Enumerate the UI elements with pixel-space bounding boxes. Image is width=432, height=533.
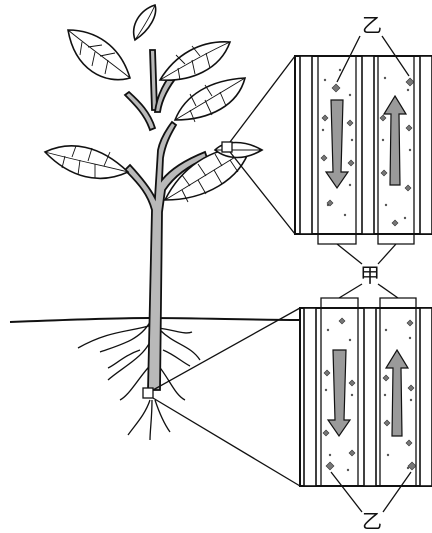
lower-left-vessel — [321, 308, 358, 486]
leaf-mid-right — [175, 78, 245, 122]
leaf-top-right — [160, 42, 230, 80]
upward-flow-arrow — [384, 96, 406, 185]
roots — [78, 322, 200, 440]
middle-label: 甲 — [360, 263, 380, 287]
downward-flow-arrow — [328, 350, 350, 436]
leaf-top-center — [134, 5, 156, 40]
upper-magnified-panel — [295, 56, 432, 234]
lower-magnified-panel — [300, 308, 432, 486]
leaf-sample-marker — [222, 142, 232, 152]
upper-left-vessel — [318, 56, 356, 234]
leaf-top-left — [68, 30, 130, 80]
bottom-label: 乙 — [362, 509, 382, 533]
root-sample-marker — [143, 388, 153, 398]
leaf-mid-left — [45, 146, 128, 179]
downward-flow-arrow — [326, 100, 348, 188]
lower-right-vessel — [380, 308, 416, 486]
top-label: 乙 — [362, 13, 382, 37]
